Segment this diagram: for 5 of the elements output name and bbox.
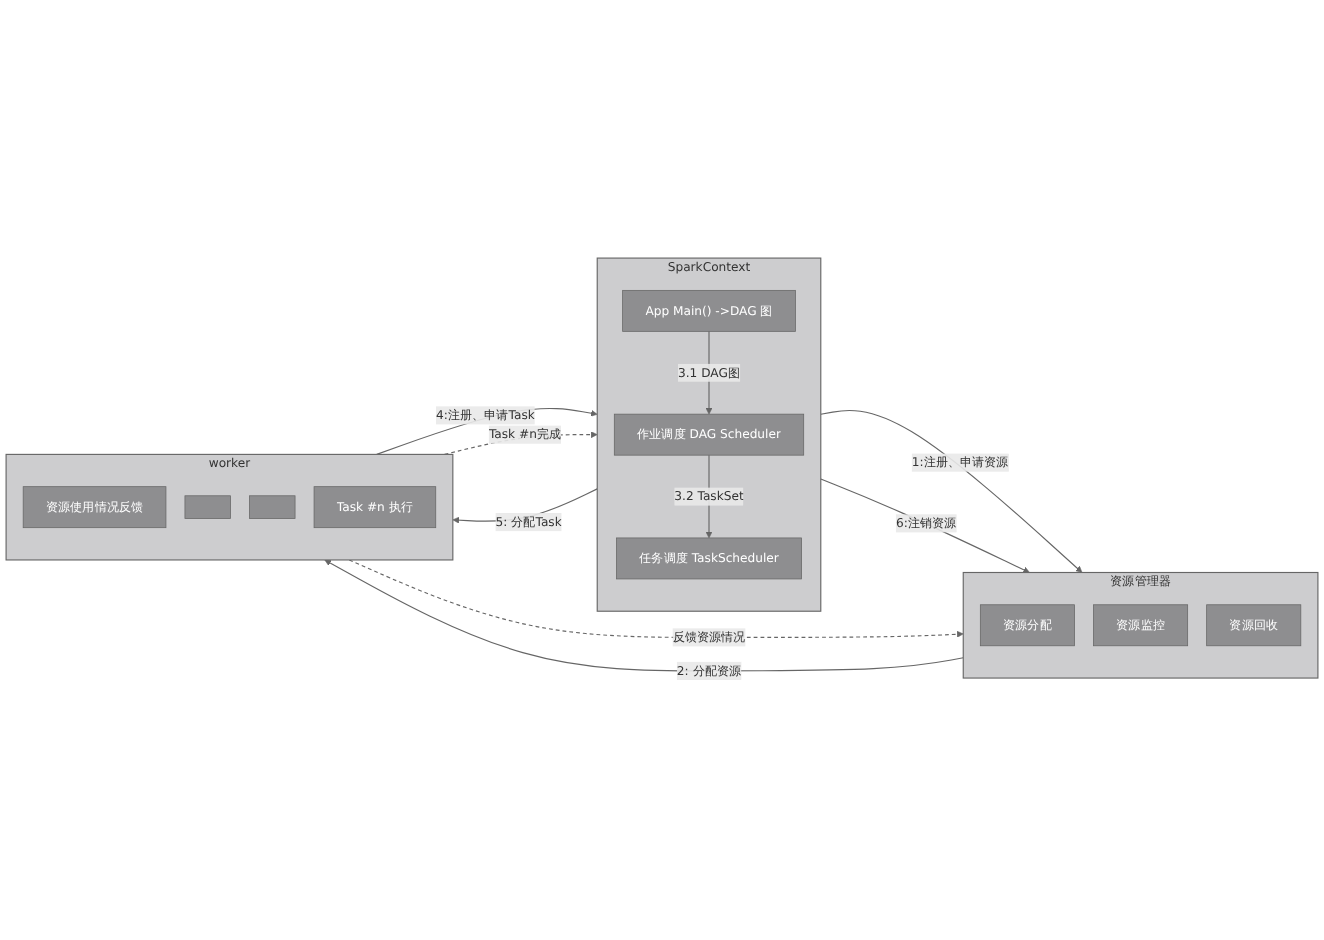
arrow bbox=[820, 410, 1083, 574]
node-box bbox=[249, 496, 296, 520]
node-box bbox=[184, 496, 231, 520]
arrow bbox=[324, 560, 964, 673]
arrow bbox=[820, 479, 1030, 574]
